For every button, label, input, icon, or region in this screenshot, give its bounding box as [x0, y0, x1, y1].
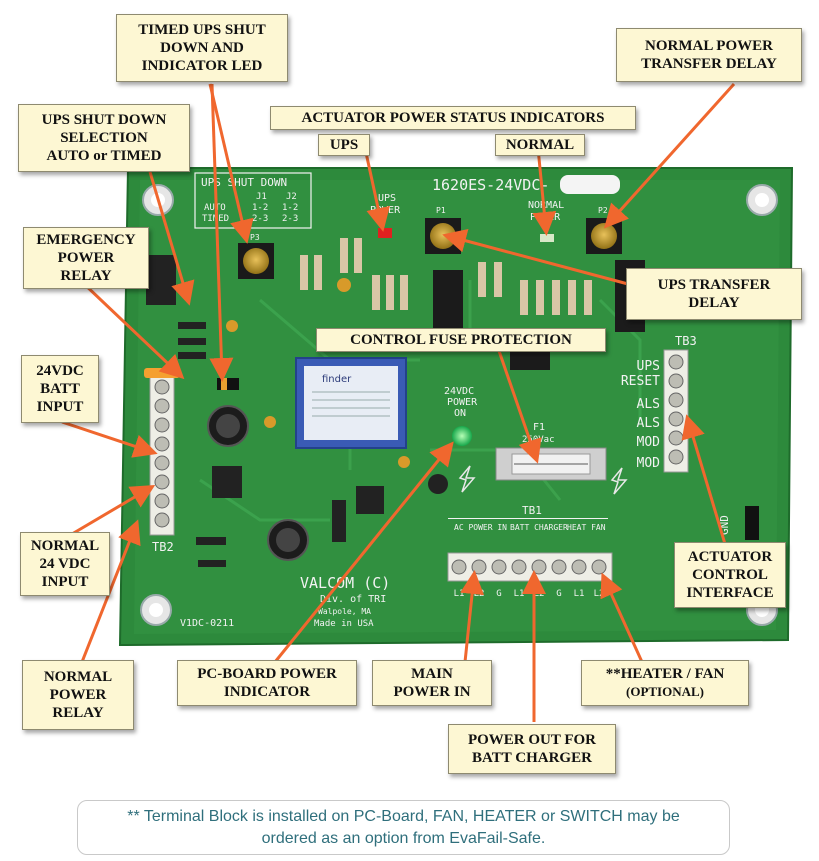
footnote-box: ** Terminal Block is installed on PC-Boa… — [77, 800, 730, 855]
svg-text:1-2: 1-2 — [282, 203, 298, 213]
svg-text:24VDC: 24VDC — [444, 386, 474, 397]
svg-text:V1DC-0211: V1DC-0211 — [180, 618, 234, 629]
relay: finder — [295, 357, 407, 449]
svg-text:NORMAL: NORMAL — [528, 200, 564, 211]
svg-text:HEAT FAN: HEAT FAN — [567, 523, 606, 532]
board-model: 1620ES-24VDC- — [432, 176, 549, 194]
svg-text:L2: L2 — [534, 589, 545, 599]
ups-power-led — [378, 228, 392, 238]
svg-text:250Vac: 250Vac — [522, 435, 555, 445]
svg-text:F1: F1 — [533, 422, 545, 433]
svg-text:RESET: RESET — [621, 374, 660, 389]
svg-text:ALS: ALS — [637, 397, 660, 412]
svg-text:L2: L2 — [594, 589, 605, 599]
resistor-array — [300, 238, 592, 315]
potentiometer-p3: P3 — [238, 233, 274, 279]
svg-text:2-3: 2-3 — [252, 214, 268, 224]
svg-text:Made in USA: Made in USA — [314, 619, 374, 629]
callout-actuator-status-indicators: ACTUATOR POWER STATUS INDICATORS — [270, 106, 636, 130]
callout-control-fuse-protection: CONTROL FUSE PROTECTION — [316, 328, 606, 352]
svg-text:L2: L2 — [474, 589, 485, 599]
svg-text:J1: J1 — [256, 192, 267, 202]
ic-chip — [433, 270, 463, 328]
svg-text:VALCOM (C): VALCOM (C) — [300, 574, 390, 592]
leader-lines — [61, 82, 736, 722]
svg-text:UPS SHUT DOWN: UPS SHUT DOWN — [201, 176, 287, 189]
svg-text:2-3: 2-3 — [282, 214, 298, 224]
callout-heater-fan: **HEATER / FAN(OPTIONAL) — [581, 660, 749, 706]
manufacturer-silkscreen: VALCOM (C) Div. of TRI Walpole, MA Made … — [180, 574, 390, 629]
svg-text:TB1: TB1 — [522, 504, 542, 517]
svg-text:G: G — [496, 589, 501, 599]
svg-text:L1: L1 — [454, 589, 465, 599]
footnote-line-1: ** Terminal Block is installed on PC-Boa… — [127, 808, 680, 825]
svg-text:AC POWER IN: AC POWER IN — [454, 523, 507, 532]
svg-text:TB2: TB2 — [152, 540, 174, 554]
normal-power-led — [540, 234, 554, 242]
svg-text:L1: L1 — [514, 589, 525, 599]
svg-text:P3: P3 — [250, 233, 260, 242]
svg-text:MOD: MOD — [637, 435, 661, 450]
control-fuse — [495, 447, 607, 481]
svg-text:MOD: MOD — [637, 456, 661, 471]
svg-text:TB3: TB3 — [675, 334, 697, 348]
svg-text:UPS: UPS — [637, 359, 660, 374]
svg-text:Walpole, MA: Walpole, MA — [318, 607, 371, 616]
callout-normal: NORMAL — [495, 134, 585, 156]
svg-text:P1: P1 — [436, 206, 446, 215]
svg-text:finder: finder — [322, 374, 352, 385]
svg-text:J2: J2 — [286, 192, 297, 202]
callout-ups: UPS — [318, 134, 370, 156]
svg-text:1-2: 1-2 — [252, 203, 268, 213]
svg-text:POWER: POWER — [370, 205, 401, 216]
power-on-led — [452, 426, 472, 446]
svg-text:G: G — [556, 589, 561, 599]
svg-text:POWER: POWER — [447, 397, 478, 408]
svg-text:Div. of TRI: Div. of TRI — [320, 594, 386, 605]
svg-text:ON: ON — [454, 408, 466, 419]
svg-text:L1: L1 — [574, 589, 585, 599]
svg-text:ALS: ALS — [637, 416, 660, 431]
svg-text:P2: P2 — [598, 206, 608, 215]
footnote-line-2: ordered as an option from EvaFail-Safe. — [261, 830, 546, 847]
svg-text:UPS: UPS — [378, 193, 396, 204]
svg-text:BATT CHARGER: BATT CHARGER — [510, 523, 568, 532]
